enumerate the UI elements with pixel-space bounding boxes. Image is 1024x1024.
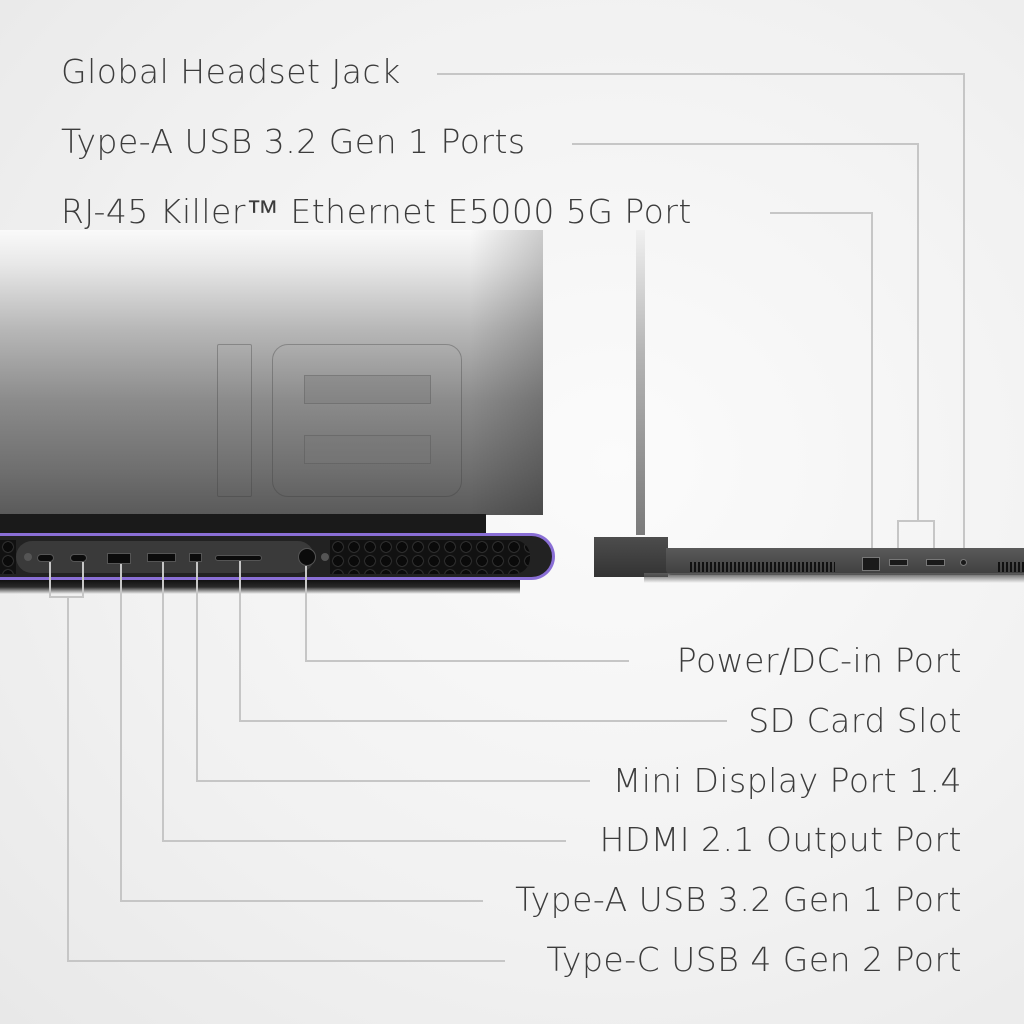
leader-headset-v: [963, 73, 965, 561]
lid-logo-slot-bottom: [304, 435, 431, 464]
side-vent-grill: [690, 562, 835, 572]
callout-type-c-usb4: Type-C USB 4 Gen 2 Port: [546, 940, 962, 979]
port-usb-c-2: [70, 554, 87, 562]
side-port-headset: [960, 559, 967, 566]
leader-type-a-h: [120, 900, 483, 902]
callout-headset-jack: Global Headset Jack: [61, 52, 401, 91]
leader-usb-a2: [933, 520, 935, 562]
leader-type-c-1: [49, 562, 51, 598]
leader-headset-h: [437, 73, 965, 75]
side-port-ethernet: [862, 557, 880, 571]
laptop-hinge-side: [594, 537, 668, 577]
callout-mini-display-port: Mini Display Port 1.4: [612, 761, 962, 800]
leader-type-c-h: [67, 960, 505, 962]
port-sd-card: [215, 555, 262, 561]
vent-grille-hex: [330, 540, 530, 574]
callout-power-dc-in: Power/DC-in Port: [676, 641, 962, 680]
callout-rj45-ethernet: RJ-45 Killer™ Ethernet E5000 5G Port: [61, 192, 692, 231]
port-hdmi: [147, 553, 176, 562]
leader-ethernet-h: [770, 212, 873, 214]
leader-type-c-2: [82, 562, 84, 598]
leader-power-h: [305, 660, 629, 662]
leader-hdmi-h: [162, 840, 566, 842]
leader-sd-h: [239, 720, 727, 722]
callout-type-a-usb-port: Type-A USB 3.2 Gen 1 Port: [515, 880, 962, 919]
leader-type-a-v: [120, 564, 122, 902]
lid-logo-slot-top: [304, 375, 431, 404]
side-port-usb-a-1: [889, 559, 908, 566]
port-dc-in: [298, 548, 316, 566]
leader-ethernet-v: [871, 212, 873, 564]
panel-screw-right: [321, 553, 329, 561]
lid-shade: [470, 230, 543, 515]
leader-usb-split: [897, 520, 935, 522]
leader-type-c-join: [49, 596, 84, 598]
leader-minidp-h: [196, 780, 590, 782]
callout-hdmi-output: HDMI 2.1 Output Port: [599, 820, 962, 859]
side-vent-grill-right: [998, 562, 1024, 572]
leader-sd-v: [239, 561, 241, 722]
panel-screw-left: [24, 553, 32, 561]
port-mini-dp: [189, 553, 202, 562]
port-usb-a: [107, 553, 131, 564]
leader-hdmi-v: [162, 562, 164, 842]
callout-sd-card-slot: SD Card Slot: [748, 701, 962, 740]
leader-usb-a1: [897, 520, 899, 562]
port-usb-c-1: [37, 554, 54, 562]
laptop-lid-side: [636, 230, 645, 535]
laptop-hinge: [0, 514, 486, 534]
laptop-lid-rear: [0, 230, 543, 515]
leader-power-v: [305, 566, 307, 662]
callout-type-a-usb-ports: Type-A USB 3.2 Gen 1 Ports: [61, 122, 526, 161]
lid-logo-one: [217, 344, 252, 497]
vent-grille-left: [0, 540, 16, 574]
leader-usb-v: [917, 143, 919, 521]
leader-usb-h: [572, 143, 919, 145]
laptop-side-bottom: [644, 573, 1024, 583]
leader-type-c-v: [67, 596, 69, 962]
side-port-usb-a-2: [926, 559, 945, 566]
laptop-rear-foot: [0, 580, 520, 594]
leader-minidp-v: [196, 562, 198, 782]
lid-logo-eight: [272, 344, 462, 497]
